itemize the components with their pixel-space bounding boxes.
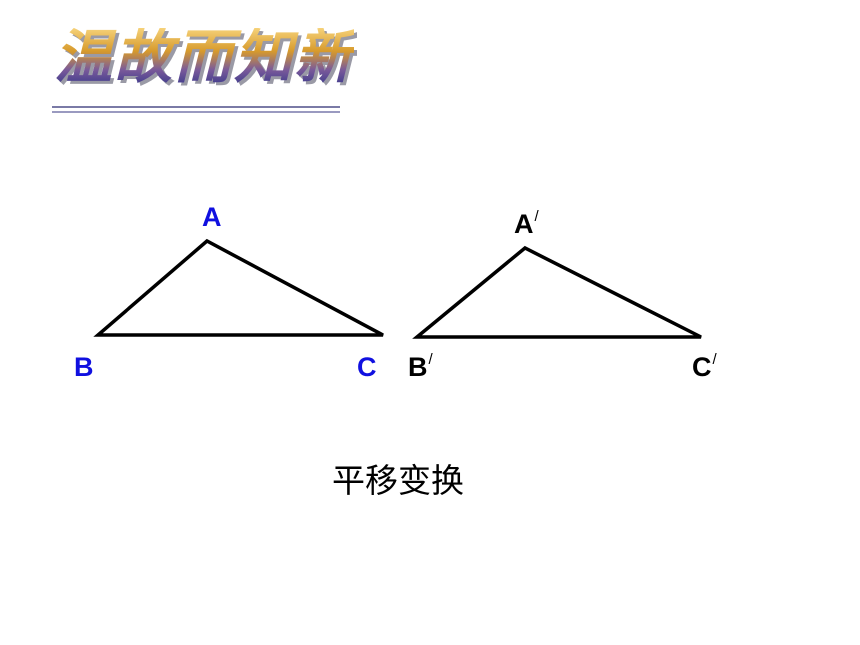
vertex-label-c: C [357, 352, 377, 382]
triangle-abc [93, 238, 384, 337]
vertex-label-a-prime: A/ [514, 208, 539, 239]
vertex-letter: C [692, 352, 712, 382]
vertex-label-a: A [202, 202, 222, 232]
vertex-letter: B [408, 352, 428, 382]
prime-mark: / [712, 351, 717, 368]
prime-mark: / [428, 351, 433, 368]
vertex-label-b-prime: B/ [408, 351, 433, 382]
vertex-label-b: B [74, 352, 94, 382]
title-text: 温故而知新 [54, 23, 355, 91]
triangle-abc-prime [412, 245, 702, 339]
vertex-letter: A [514, 209, 534, 239]
slide-title: 温故而知新 [52, 22, 352, 118]
title-underline [52, 106, 340, 108]
caption: 平移变换 [332, 461, 464, 500]
vertex-label-c-prime: C/ [692, 351, 717, 382]
title-underline-secondary [52, 111, 340, 113]
prime-mark: / [534, 208, 539, 225]
